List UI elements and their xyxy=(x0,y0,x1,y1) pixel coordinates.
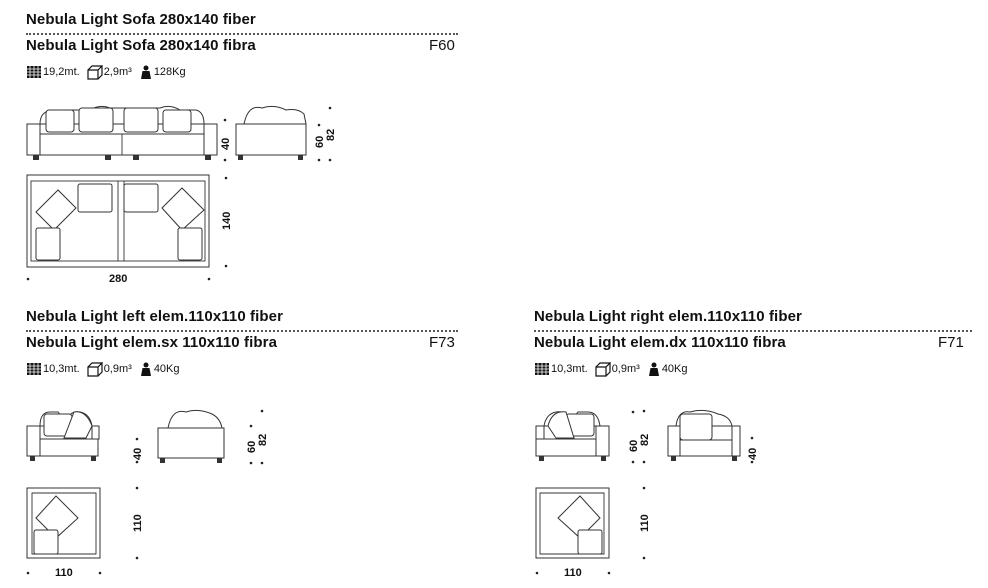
spec-volume: 0,9m³ xyxy=(87,361,132,377)
product-title-en: Nebula Light right elem.110x110 fiber xyxy=(534,308,802,325)
left-element-side-view xyxy=(157,409,225,463)
product-code: F73 xyxy=(429,334,455,351)
spec-volume-value: 0,9m³ xyxy=(611,363,640,375)
dim-seat-height: 40 xyxy=(220,138,232,150)
dim-back-height: 82 xyxy=(257,434,269,446)
spec-fabric-value: 10,3mt. xyxy=(43,363,80,375)
right-element-plan-view xyxy=(535,487,610,559)
spec-fabric: 19,2mt. xyxy=(26,65,80,79)
weight-icon xyxy=(140,65,151,79)
product-code: F60 xyxy=(429,37,455,54)
product-specs: 19,2mt. 2,9m³ 128Kg xyxy=(26,64,193,80)
spec-fabric: 10,3mt. xyxy=(534,362,588,376)
title-separator xyxy=(26,330,458,332)
right-element-front-view xyxy=(535,411,610,461)
right-element-side-view xyxy=(667,409,741,461)
product-left-element-f73: Nebula Light left elem.110x110 fiber Neb… xyxy=(0,300,494,588)
right-element-drawing: 60 82 40 110 110 xyxy=(535,409,759,579)
sofa-plan-view xyxy=(26,174,210,268)
left-element-plan-view xyxy=(26,487,101,559)
title-separator xyxy=(26,33,458,35)
box-volume-icon xyxy=(87,361,103,377)
product-title-it: Nebula Light Sofa 280x140 fibra xyxy=(26,37,256,54)
product-title-it: Nebula Light elem.sx 110x110 fibra xyxy=(26,334,278,351)
dim-seat-height: 40 xyxy=(747,448,759,460)
product-title-en: Nebula Light left elem.110x110 fiber xyxy=(26,308,284,325)
title-separator xyxy=(534,330,972,332)
spec-volume-value: 2,9m³ xyxy=(103,66,132,78)
product-code: F71 xyxy=(938,334,964,351)
weight-icon xyxy=(648,362,659,376)
dim-arm-height: 60 xyxy=(246,441,258,453)
fabric-roll-icon xyxy=(27,66,41,78)
dim-depth: 110 xyxy=(132,514,144,532)
spec-weight: 128Kg xyxy=(139,65,186,80)
product-specs: 10,3mt. 0,9m³ 40Kg xyxy=(534,361,695,377)
dim-back-height: 82 xyxy=(325,129,337,141)
spec-volume: 0,9m³ xyxy=(595,361,640,377)
dim-width: 110 xyxy=(564,567,582,579)
spec-volume-value: 0,9m³ xyxy=(103,363,132,375)
spec-weight-value: 128Kg xyxy=(153,66,186,78)
spec-weight: 40Kg xyxy=(139,362,180,377)
sofa-drawing: 40 60 82 140 2 xyxy=(26,105,337,285)
dim-arm-height: 60 xyxy=(314,136,326,148)
spec-weight: 40Kg xyxy=(647,362,688,377)
dim-arm-height: 60 xyxy=(628,440,640,452)
fabric-roll-icon xyxy=(535,363,549,375)
product-title-it: Nebula Light elem.dx 110x110 fibra xyxy=(534,334,786,351)
product-title-en: Nebula Light Sofa 280x140 fiber xyxy=(26,11,256,28)
spec-volume: 2,9m³ xyxy=(87,64,132,80)
sofa-side-view xyxy=(235,105,307,160)
spec-fabric-value: 10,3mt. xyxy=(551,363,588,375)
product-right-element-f71: Nebula Light right elem.110x110 fiber Ne… xyxy=(508,300,988,588)
product-specs: 10,3mt. 0,9m³ 40Kg xyxy=(26,361,187,377)
box-volume-icon xyxy=(87,64,103,80)
dim-width: 110 xyxy=(55,567,73,579)
box-volume-icon xyxy=(595,361,611,377)
dim-depth: 140 xyxy=(221,212,233,230)
spec-weight-value: 40Kg xyxy=(661,363,688,375)
spec-fabric-value: 19,2mt. xyxy=(43,66,80,78)
left-element-front-view xyxy=(26,411,100,461)
dim-depth: 110 xyxy=(639,514,651,532)
dim-width: 280 xyxy=(109,273,127,285)
product-sofa-f60: Nebula Light Sofa 280x140 fiber Nebula L… xyxy=(26,11,458,285)
fabric-roll-icon xyxy=(27,363,41,375)
dim-seat-height: 40 xyxy=(132,448,144,460)
left-element-drawing: 40 60 82 110 110 xyxy=(26,409,269,579)
weight-icon xyxy=(140,362,151,376)
dim-back-height: 82 xyxy=(639,434,651,446)
sofa-front-view xyxy=(26,105,218,160)
spec-fabric: 10,3mt. xyxy=(26,362,80,376)
spec-weight-value: 40Kg xyxy=(153,363,180,375)
